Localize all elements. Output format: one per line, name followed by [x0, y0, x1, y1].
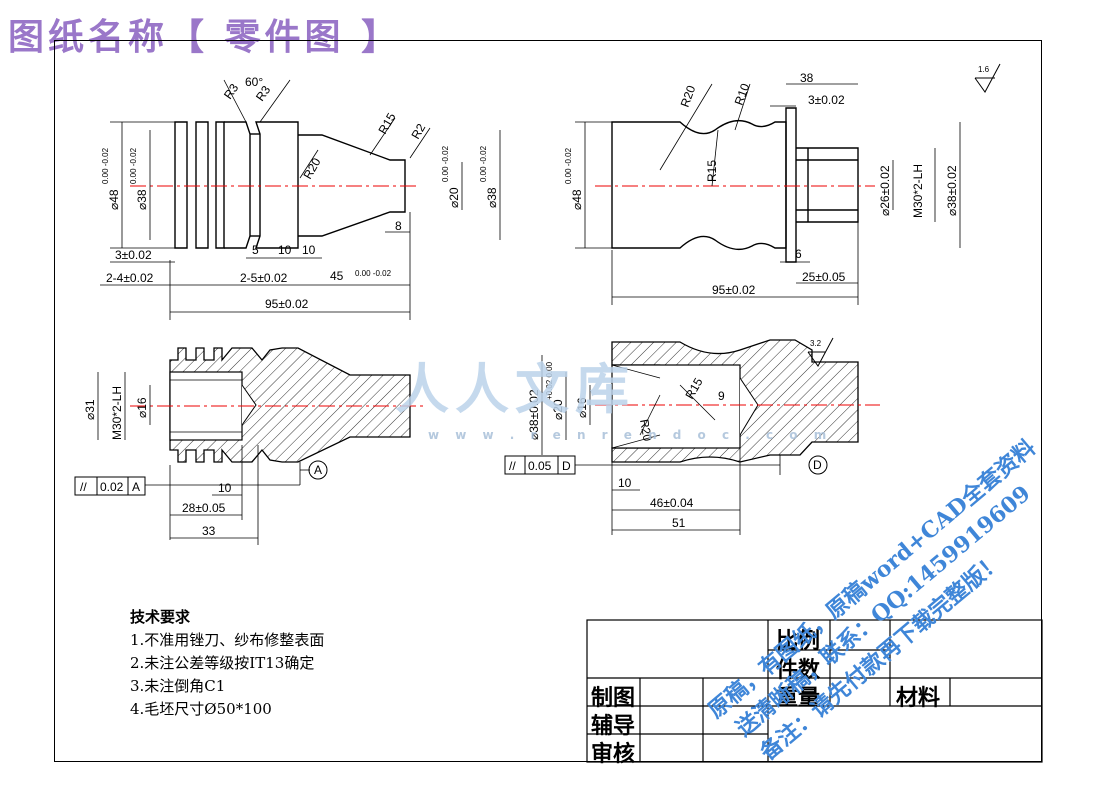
watermark-url: w w w . r e n r e n d o c . c o m — [428, 428, 833, 442]
roughness-symbol-section: 3.2 — [807, 337, 834, 367]
section2-body — [611, 339, 859, 463]
requirement-item: 4.毛坯尺寸Ø50*100 — [130, 700, 272, 718]
section2-len-a: 10 — [618, 476, 632, 490]
drawing-frame — [54, 40, 1042, 762]
section1-len-a: 10 — [218, 481, 232, 495]
section1-len-c: 33 — [202, 524, 216, 538]
requirement-item: 3.未注倒角C1 — [130, 677, 226, 695]
section2-datum: D — [813, 458, 822, 472]
title-block-material: 材料 — [896, 685, 941, 711]
view1-len-e: 10 — [302, 243, 316, 257]
section1-d31: ⌀31 — [83, 399, 97, 420]
drawing-title: 图纸名称【 零件图 】 — [8, 16, 402, 58]
section2-tol-symbol: // — [509, 459, 516, 473]
view1-dim-text: 60° R3 R3 R15 R2 R20 ⌀48 0.00 -0.02 ⌀38 … — [101, 75, 499, 311]
section1-datum: A — [314, 463, 322, 477]
view1-len-h: 45 — [330, 269, 344, 283]
section1-tol-value: 0.02 — [100, 480, 124, 494]
view1-r15: R15 — [375, 110, 398, 136]
view1-len-d: 10 — [278, 243, 292, 257]
watermark-logo: 人人文库 — [395, 358, 635, 421]
view2-d38: ⌀38±0.02 — [945, 165, 959, 216]
section2-len-b: 46±0.04 — [650, 496, 694, 510]
view1-r3a: R3 — [221, 81, 241, 102]
view2-len-total: 95±0.02 — [712, 283, 756, 297]
requirements-heading: 技术要求 — [130, 608, 191, 626]
view1-d20: ⌀20 — [447, 187, 461, 208]
view1-d38b: ⌀38 — [485, 187, 499, 208]
section2-tolerance-frame: // 0.05 D — [504, 455, 576, 475]
section2-tol-value: 0.05 — [528, 459, 552, 473]
section1-body — [169, 347, 411, 463]
section2-d20-tol: +0.02 0.00 — [545, 361, 554, 400]
requirement-item: 2.未注公差等级按IT13确定 — [130, 654, 315, 672]
section1-text: ⌀31 M30*2-LH ⌀16 A 10 28±0.05 33 — [83, 386, 328, 538]
technical-requirements: 技术要求 1.不准用锉刀、纱布修整表面 2.未注公差等级按IT13确定 3.未注… — [130, 606, 324, 721]
view1-r20: R20 — [300, 155, 323, 181]
view1-d38-tol: 0.00 -0.02 — [129, 147, 138, 184]
view2-dim-lines — [575, 83, 961, 305]
title-block-review: 审核 — [591, 741, 636, 767]
section2-dim-lines — [541, 355, 781, 535]
title-block-count: 件数 — [776, 657, 821, 683]
view1-len-h-tol: 0.00 -0.02 — [355, 269, 392, 278]
requirement-item: 1.不准用锉刀、纱布修整表面 — [130, 631, 325, 649]
title-block-grid — [586, 619, 1043, 763]
view1-len-c: 5 — [252, 243, 259, 257]
view1-len-f: 8 — [395, 219, 402, 233]
section1-len-b: 28±0.05 — [182, 501, 226, 515]
view2-len-b: 3±0.02 — [808, 93, 845, 107]
view1-d38: ⌀38 — [135, 189, 149, 210]
view2-d26: ⌀26±0.02 — [878, 165, 892, 216]
view2-r20: R20 — [678, 83, 699, 109]
title-block-drawn: 制图 — [591, 685, 636, 711]
view2-len-d: 25±0.05 — [802, 270, 846, 284]
view1-len-b: 2-4±0.02 — [106, 271, 154, 285]
view2-len-c: 6 — [795, 247, 802, 261]
section2-len-c: 51 — [672, 516, 686, 530]
section1-tolerance-frame: // 0.02 A — [74, 476, 146, 496]
view2-outline — [611, 107, 859, 263]
view1-d48-tol: 0.00 -0.02 — [101, 147, 110, 184]
section2-d16: ⌀16 — [575, 397, 589, 418]
section2-d38: ⌀38±0.02 — [527, 389, 541, 440]
view2-d48: ⌀48 — [570, 189, 584, 210]
view2-dim-text: R20 R10 R15 ⌀48 0.00 -0.02 ⌀26±0.02 M30*… — [564, 71, 959, 297]
section2-tol-datum: D — [562, 459, 571, 473]
view1-len-g: 2-5±0.02 — [240, 271, 288, 285]
roughness-value: 1.6 — [978, 65, 990, 74]
view2-thread: M30*2-LH — [911, 164, 925, 218]
view2-r15: R15 — [705, 160, 719, 182]
roughness-symbol-general: 1.6 — [974, 63, 1001, 93]
section2-d20: ⌀20 — [551, 399, 565, 420]
view1-d38b-tol: 0.00 -0.02 — [479, 145, 488, 182]
section1-dim-lines — [97, 372, 310, 545]
section2-nine: 9 — [718, 389, 725, 403]
roughness-value-section: 3.2 — [810, 339, 822, 348]
section1-d16: ⌀16 — [135, 397, 149, 418]
view2-d48-tol: 0.00 -0.02 — [564, 147, 573, 184]
section2-r20: R20 — [637, 418, 655, 442]
section1-thread: M30*2-LH — [110, 386, 124, 440]
section1-tol-datum: A — [132, 480, 140, 494]
title-block-weight: 重量 — [776, 685, 821, 711]
view1-angle: 60° — [245, 75, 263, 89]
title-block-scale: 比例 — [776, 628, 821, 654]
view2-len-a: 38 — [800, 71, 814, 85]
view1-dim-lines — [100, 79, 501, 320]
view1-d48: ⌀48 — [107, 189, 121, 210]
title-block-guide: 辅导 — [591, 713, 636, 739]
view1-d20-tol: 0.00 -0.02 — [441, 145, 450, 182]
section1-tol-symbol: // — [80, 480, 87, 494]
view1-r2: R2 — [408, 121, 428, 142]
view1-len-total: 95±0.02 — [265, 297, 309, 311]
view1-len-a: 3±0.02 — [115, 248, 152, 262]
view1-outline — [174, 121, 406, 249]
